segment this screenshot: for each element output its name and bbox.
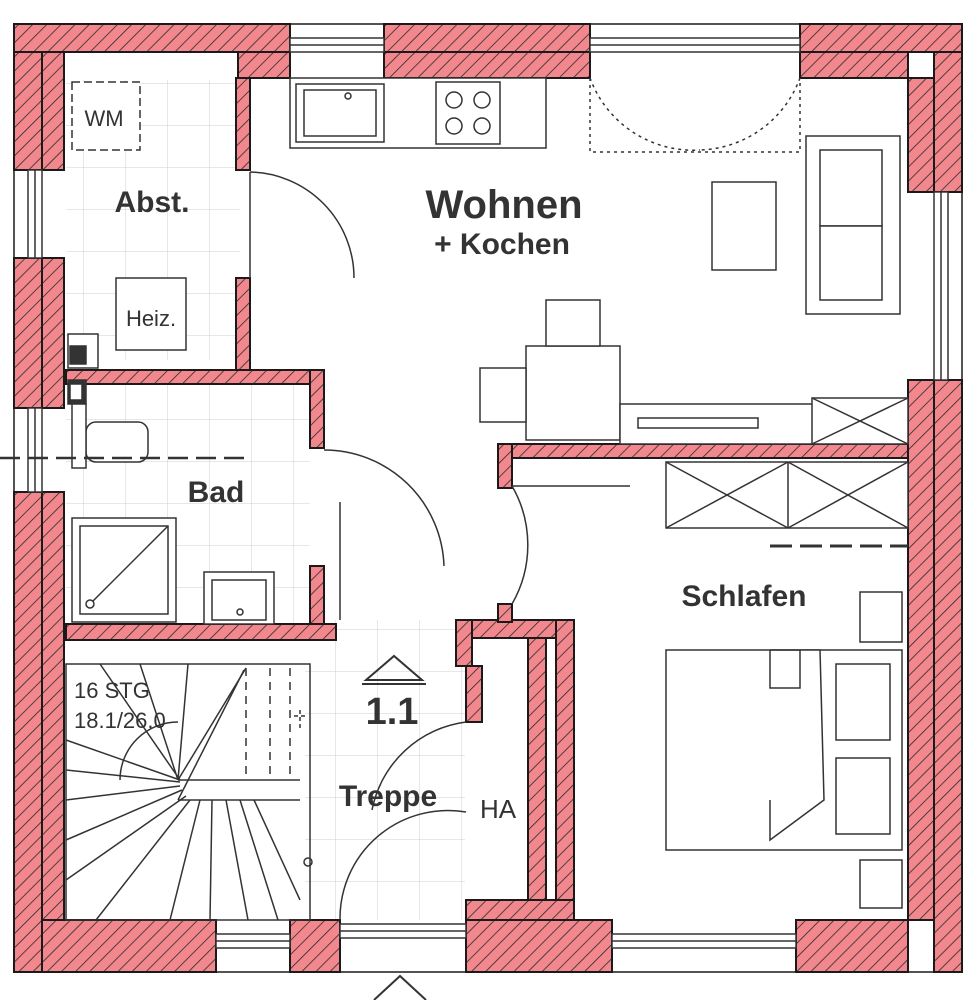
dining-table (525, 345, 621, 441)
stairs-ratio-label: 18.1/26.0 (74, 708, 166, 733)
toilet-icon (85, 421, 149, 463)
kitchen (289, 77, 547, 149)
bedroom-furniture (665, 461, 909, 909)
windows (27, 37, 949, 949)
pillow-top (835, 663, 891, 741)
entrance-arrow (373, 974, 427, 1000)
heating-label: Heiz. (126, 306, 176, 331)
fixtures (67, 81, 187, 405)
bathroom-fixtures (0, 403, 275, 625)
staircase (65, 663, 313, 921)
walls (13, 23, 963, 973)
room-labels: Wohnen + Kochen Abst. Bad Schlafen Trepp… (74, 106, 807, 824)
room-label-treppe: Treppe (339, 780, 437, 813)
level-marker-label: 1.1 (366, 691, 419, 733)
stove-icon (435, 81, 501, 145)
wardrobe (665, 461, 909, 529)
washing-machine-label: WM (84, 106, 123, 131)
room-label-kochen: + Kochen (434, 228, 570, 261)
level-marker: 1.1 (362, 654, 426, 733)
room-label-schlafen: Schlafen (681, 580, 806, 613)
room-label-ha: HA (480, 794, 517, 824)
room-label-wohnen: Wohnen (425, 183, 582, 227)
room-label-bad: Bad (188, 476, 245, 509)
pillow-bottom (835, 757, 891, 835)
coffee-table (711, 181, 777, 271)
room-label-abstellraum: Abst. (115, 186, 190, 219)
heating-icon (115, 277, 187, 351)
stairs-steps-label: 16 STG (74, 678, 150, 703)
chair-left (479, 367, 527, 423)
doors (249, 77, 801, 921)
chair-top (545, 299, 601, 347)
washing-machine-icon (71, 81, 141, 151)
living-furniture (479, 135, 909, 445)
